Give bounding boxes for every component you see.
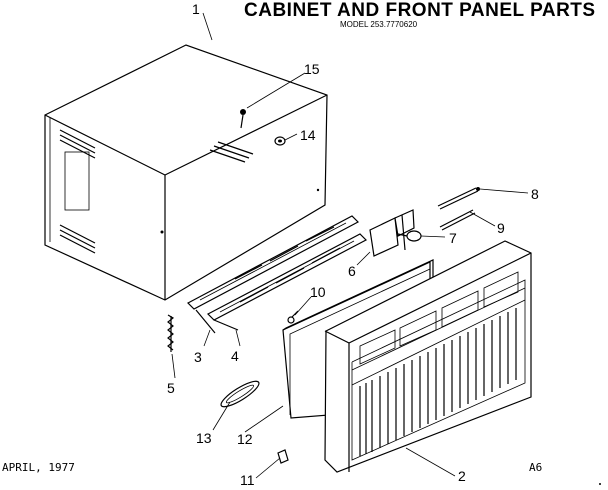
cabinet-top-louvers xyxy=(209,141,254,163)
callout-10: 10 xyxy=(310,284,326,300)
spring-strip-part-5 xyxy=(167,314,175,352)
corner-mark xyxy=(599,483,601,485)
callout-8: 8 xyxy=(531,186,539,202)
front-panel-louvers xyxy=(371,308,517,452)
bracket-part-6 xyxy=(369,209,415,257)
callout-7: 7 xyxy=(449,230,457,246)
cabinet-part-1 xyxy=(44,44,328,301)
callout-4: 4 xyxy=(231,348,239,364)
callout-12: 12 xyxy=(237,431,253,447)
callout-6: 6 xyxy=(348,263,356,279)
callout-1: 1 xyxy=(192,1,200,17)
leader-lines xyxy=(171,12,529,479)
callout-labels: 1 2 3 4 5 6 7 8 9 10 11 12 13 14 15 xyxy=(167,1,539,488)
callout-5: 5 xyxy=(167,380,175,396)
callout-13: 13 xyxy=(196,430,212,446)
clip-part-14 xyxy=(274,136,286,146)
rod-part-9 xyxy=(439,209,476,231)
cabinet-side-louvers xyxy=(59,129,96,254)
callout-11: 11 xyxy=(240,472,255,488)
front-panel-part-2 xyxy=(324,240,532,473)
callout-15: 15 xyxy=(304,61,320,77)
rail-strip-part-4 xyxy=(206,233,368,331)
rod-part-8 xyxy=(437,187,480,210)
model-number: MODEL 253.7770620 xyxy=(340,20,418,29)
page-title: CABINET AND FRONT PANEL PARTS xyxy=(244,0,596,21)
rail-strip-part-3 xyxy=(187,215,359,334)
clip-part-11 xyxy=(277,449,289,464)
ring-part-13 xyxy=(220,380,260,408)
clip-part-10 xyxy=(287,310,299,324)
screw-part-15 xyxy=(240,109,246,129)
callout-14: 14 xyxy=(300,127,316,143)
callout-9: 9 xyxy=(497,220,505,236)
footer-date: APRIL, 1977 xyxy=(2,461,75,474)
callout-3: 3 xyxy=(194,349,202,365)
callout-2: 2 xyxy=(458,468,466,484)
footer-page-code: A6 xyxy=(529,461,543,474)
